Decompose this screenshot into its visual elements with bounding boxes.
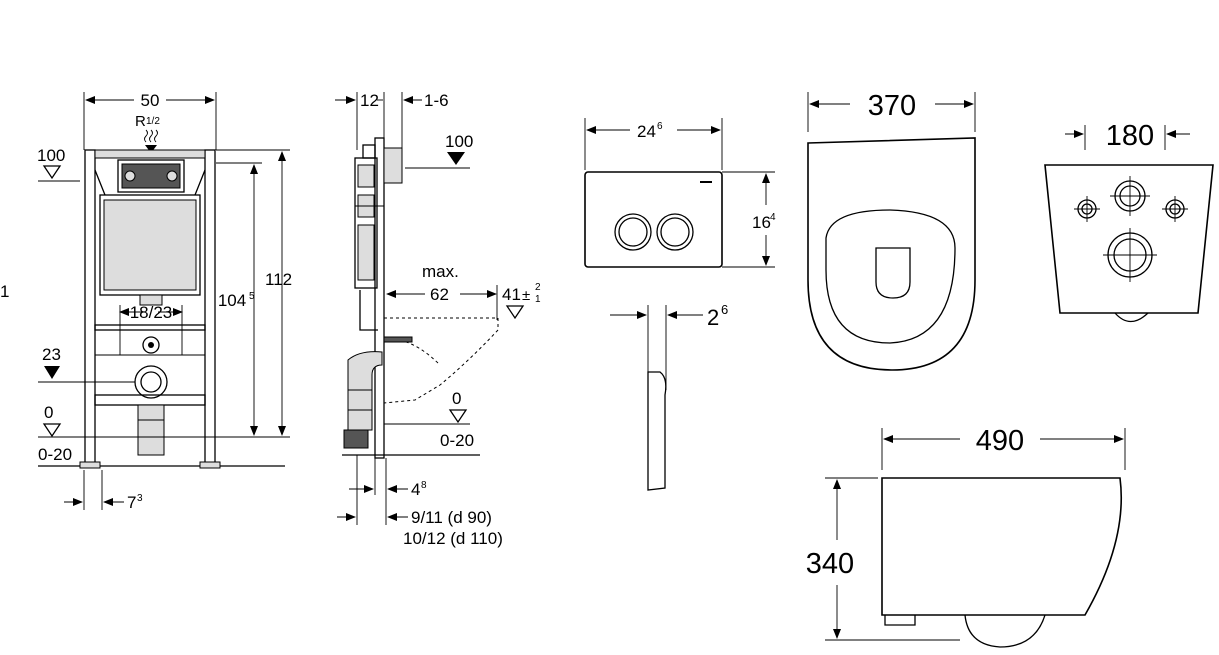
- dim-outlet-height: 41: [502, 285, 521, 304]
- range-0-20-front: 0-20: [38, 445, 72, 464]
- dim-height-main-sup: 5: [249, 291, 255, 302]
- dim-plate-height: 16: [752, 213, 771, 232]
- toilet-side-outline: [881, 477, 1123, 616]
- toilet-rear-view: 180: [1044, 120, 1214, 323]
- max-label: max.: [422, 262, 459, 281]
- level-0-side: 0: [452, 389, 461, 408]
- dim-offset-a-sup: 8: [421, 480, 427, 491]
- dim-width-50: 50: [141, 91, 160, 110]
- dim-foot-offset: 7: [127, 493, 136, 512]
- toilet-bowl-outline: [807, 137, 976, 371]
- dim-foot-offset-sup: 3: [137, 493, 143, 504]
- dim-outlet-tol-minus: 1: [535, 294, 541, 305]
- toilet-top-view: 370: [807, 90, 976, 371]
- dim-bolt-spacing: 18/23: [130, 303, 173, 322]
- mounting-holes: [1074, 176, 1188, 282]
- dim-plate-thickness: 2: [707, 305, 719, 330]
- level-100-side: 100: [445, 132, 473, 151]
- dim-plate-width-sup: 6: [657, 121, 663, 132]
- pipe-fraction: 1/2: [146, 116, 160, 127]
- svg-text:±: ±: [522, 287, 530, 304]
- dim-depth-top: 12: [360, 91, 379, 110]
- level-23: 23: [42, 345, 61, 364]
- flush-plate: [584, 171, 723, 268]
- frame-side-view: 12 1-6 100 max. 62 41 ± 2 1: [335, 91, 541, 548]
- dim-height-total: 112: [265, 270, 292, 289]
- dim-offset-c: 10/12 (d 110): [403, 529, 503, 548]
- range-0-20-side: 0-20: [440, 431, 474, 450]
- level-100-front: 100: [37, 146, 65, 165]
- dim-offset-a: 4: [411, 480, 420, 499]
- dim-adjust: 1-6: [424, 91, 449, 110]
- pipe-label: R: [135, 113, 146, 130]
- dim-rear-width: 180: [1106, 120, 1154, 152]
- dim-top-width: 370: [868, 90, 916, 122]
- dim-projection: 62: [430, 285, 449, 304]
- dim-side-height: 340: [806, 548, 854, 580]
- edge-mark: 1: [0, 282, 9, 301]
- dim-offset-b: 9/11 (d 90): [411, 508, 492, 527]
- dim-plate-width: 24: [637, 122, 656, 141]
- frame-front-view: 50 R 1/2 100 18/23: [0, 91, 292, 512]
- dim-height-main: 104: [218, 291, 246, 310]
- dim-side-length: 490: [976, 425, 1024, 457]
- water-wave-icon: [144, 129, 158, 143]
- toilet-side-view: 490 340: [806, 425, 1126, 648]
- dim-plate-thickness-sup: 6: [721, 302, 728, 317]
- flush-plate-view: 24 6 16 4 2 6: [584, 118, 776, 491]
- dim-plate-height-sup: 4: [770, 212, 776, 223]
- level-0-front: 0: [44, 403, 53, 422]
- toilet-rear-outline: [1044, 164, 1214, 314]
- dim-outlet-tol-plus: 2: [535, 282, 541, 293]
